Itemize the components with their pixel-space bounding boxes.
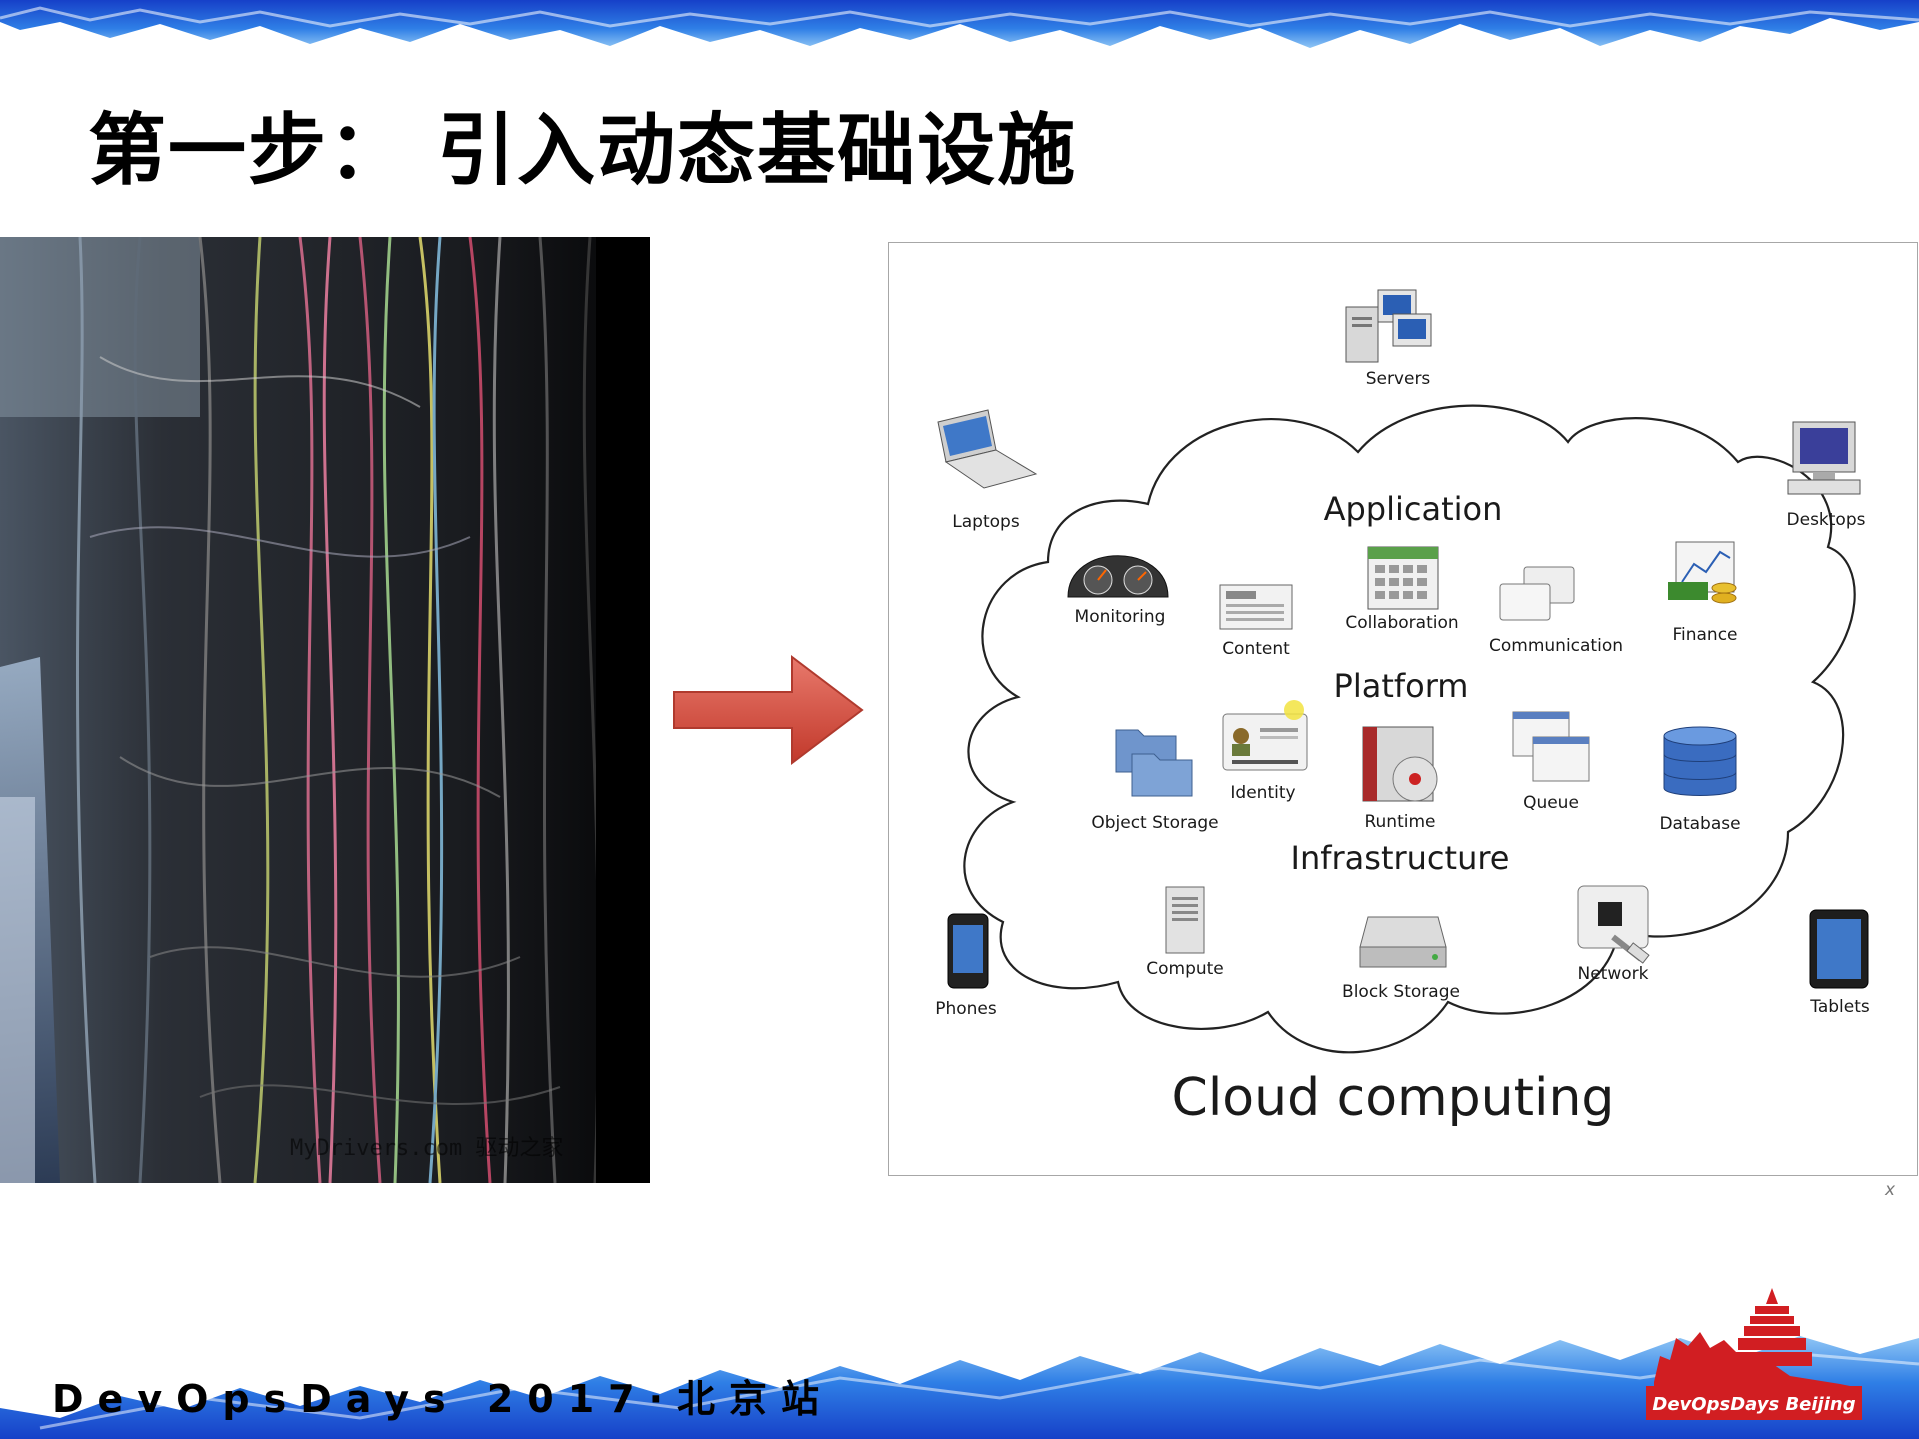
- devopsdays-beijing-logo: DevOpsDays Beijing: [1646, 1288, 1862, 1420]
- right-arrow: [673, 655, 864, 765]
- desktop-icon: [1787, 421, 1861, 495]
- content-label: Content: [1222, 639, 1290, 659]
- compute-icon: [1165, 886, 1205, 954]
- application-layer-label: Application: [1324, 490, 1503, 528]
- monitoring-icon: [1067, 555, 1169, 598]
- communication-label: Communication: [1489, 636, 1623, 656]
- database-icon: [1663, 726, 1737, 796]
- monitoring-label: Monitoring: [1075, 607, 1166, 627]
- close-button[interactable]: x: [1885, 1180, 1896, 1200]
- block-storage-label: Block Storage: [1342, 982, 1460, 1002]
- diagram-caption: Cloud computing: [1172, 1068, 1615, 1128]
- desktops-label: Desktops: [1787, 510, 1866, 530]
- runtime-icon: [1362, 726, 1438, 802]
- tablets-label: Tablets: [1809, 997, 1870, 1017]
- photo-watermark: MyDrivers.com 驱动之家: [290, 1136, 564, 1161]
- object-storage-label: Object Storage: [1091, 813, 1218, 833]
- communication-icon: [1499, 566, 1575, 621]
- logo-text: DevOpsDays Beijing: [1652, 1394, 1855, 1415]
- queue-icon: [1512, 711, 1590, 782]
- runtime-label: Runtime: [1364, 812, 1435, 832]
- database-label: Database: [1659, 814, 1740, 834]
- block-storage-icon: [1359, 916, 1447, 968]
- infrastructure-layer-label: Infrastructure: [1291, 839, 1510, 877]
- finance-icon: [1668, 541, 1737, 604]
- identity-icon: [1222, 700, 1308, 771]
- collaboration-label: Collaboration: [1345, 613, 1458, 633]
- queue-label: Queue: [1523, 793, 1579, 813]
- server-cables-photo: [0, 237, 650, 1183]
- cloud-computing-diagram: Servers Laptops Desktops Phones Tablets …: [935, 289, 1870, 1128]
- network-label: Network: [1578, 964, 1649, 984]
- platform-layer-label: Platform: [1334, 667, 1469, 705]
- phone-icon: [947, 913, 989, 989]
- tablet-icon: [1809, 909, 1869, 989]
- laptops-label: Laptops: [952, 512, 1020, 532]
- servers-label: Servers: [1366, 369, 1431, 389]
- compute-label: Compute: [1146, 959, 1224, 979]
- object-storage-icon: [1115, 729, 1193, 797]
- collaboration-icon: [1367, 546, 1439, 610]
- identity-label: Identity: [1230, 783, 1295, 803]
- network-icon: [1577, 885, 1650, 964]
- phones-label: Phones: [935, 999, 997, 1019]
- servers-icon: [1345, 289, 1432, 363]
- slide-title: 第一步： 引入动态基础设施: [88, 106, 1078, 196]
- finance-label: Finance: [1672, 625, 1737, 645]
- footer-event-name: DevOpsDays 2017·北京站: [52, 1377, 834, 1421]
- bottom-banner: [0, 1336, 1919, 1439]
- top-banner: [0, 0, 1919, 48]
- content-icon: [1219, 584, 1293, 630]
- laptop-icon: [937, 409, 1038, 489]
